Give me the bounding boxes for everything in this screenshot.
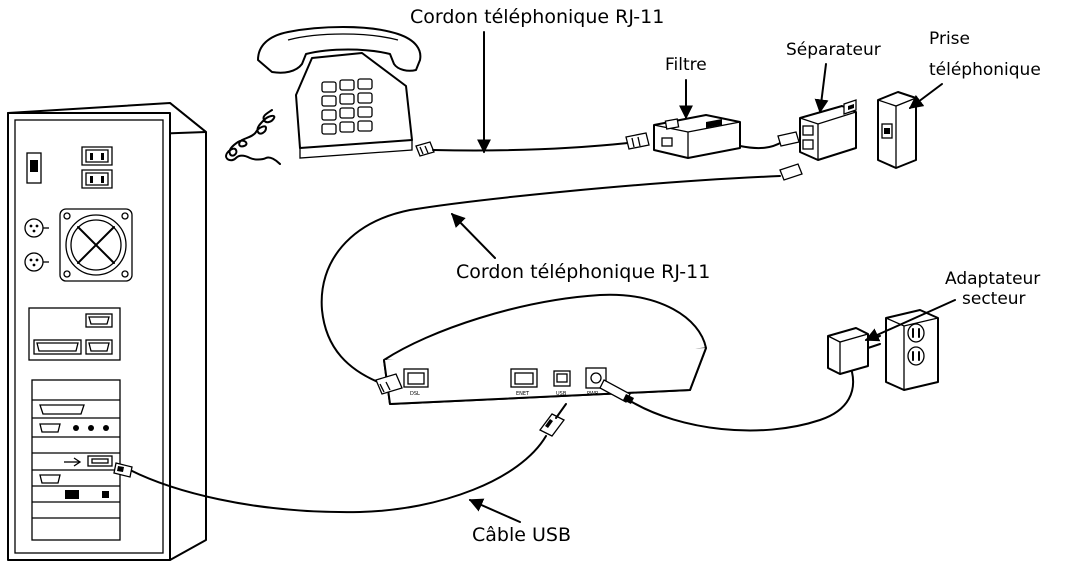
dsl-filter [653, 114, 741, 159]
rj11-plug-icon [779, 163, 803, 181]
label-text-jack-2: téléphonique [929, 60, 1041, 80]
arrow-splitter [814, 63, 829, 114]
usb-plug-icon [113, 462, 133, 478]
rj11-plug-icon [415, 141, 435, 157]
port-label-dsl: DSL [410, 391, 420, 397]
label-text-jack-1: Prise [929, 29, 970, 49]
usb-plug-icon [539, 413, 565, 437]
power-port: PWR [585, 367, 607, 397]
io-panel [28, 307, 121, 361]
label-cord-mid: Cordon téléphonique RJ-11 [451, 212, 710, 283]
ps2-port-icon [24, 252, 49, 272]
port-label-enet: ENET [516, 391, 530, 397]
label-text-splitter: Séparateur [786, 40, 881, 60]
fan-grille-icon [59, 208, 133, 282]
dsl-port: DSL [403, 368, 429, 397]
rj11-cord-top [432, 142, 629, 152]
label-text-usb: Câble USB [472, 524, 571, 546]
port-label-pwr: PWR [587, 391, 599, 397]
filter-to-splitter-cord [739, 141, 783, 150]
port-label-usb: USB [556, 391, 567, 397]
expansion-slots [31, 379, 121, 541]
power-socket-icon [81, 169, 113, 189]
wall-jack [877, 91, 917, 169]
label-jack: Prise téléphonique [908, 29, 1041, 109]
keypad [321, 78, 373, 135]
label-text-adapter-2: secteur [962, 289, 1026, 309]
wall-outlet [885, 309, 939, 391]
arrow-jack [908, 83, 943, 109]
power-socket-icon [81, 146, 113, 166]
label-adapter: Adaptateur secteur [864, 269, 1040, 342]
ethernet-port: ENET [510, 368, 538, 397]
arrow-cord-mid [451, 212, 496, 259]
power-cable [631, 371, 855, 432]
telephone [225, 26, 422, 165]
rj11-plug-icon [375, 373, 403, 395]
label-text-adapter-1: Adaptateur [945, 269, 1040, 289]
power-adapter [827, 327, 881, 375]
rj11-plug-icon [777, 131, 800, 147]
computer-tower [7, 102, 207, 561]
usb-port: USB [553, 370, 571, 397]
splitter [799, 99, 857, 161]
label-text-filter: Filtre [665, 55, 707, 75]
arrow-usb [468, 498, 521, 523]
ps2-port-icon [24, 218, 49, 238]
rj11-cord-modem [320, 175, 781, 383]
label-usb: Câble USB [468, 498, 571, 546]
coiled-cord [225, 109, 281, 165]
rj11-plug-icon [625, 132, 650, 150]
dsl-modem: DSL ENET USB PWR [383, 293, 707, 405]
label-text-cord-top: Cordon téléphonique RJ-11 [410, 6, 664, 28]
arrow-adapter [864, 299, 956, 342]
label-cord-top: Cordon téléphonique RJ-11 [410, 6, 664, 154]
handset [257, 26, 422, 74]
label-splitter: Séparateur [786, 40, 881, 114]
label-filter: Filtre [665, 55, 707, 120]
usb-cable [129, 435, 547, 514]
label-text-cord-mid: Cordon téléphonique RJ-11 [456, 261, 710, 283]
